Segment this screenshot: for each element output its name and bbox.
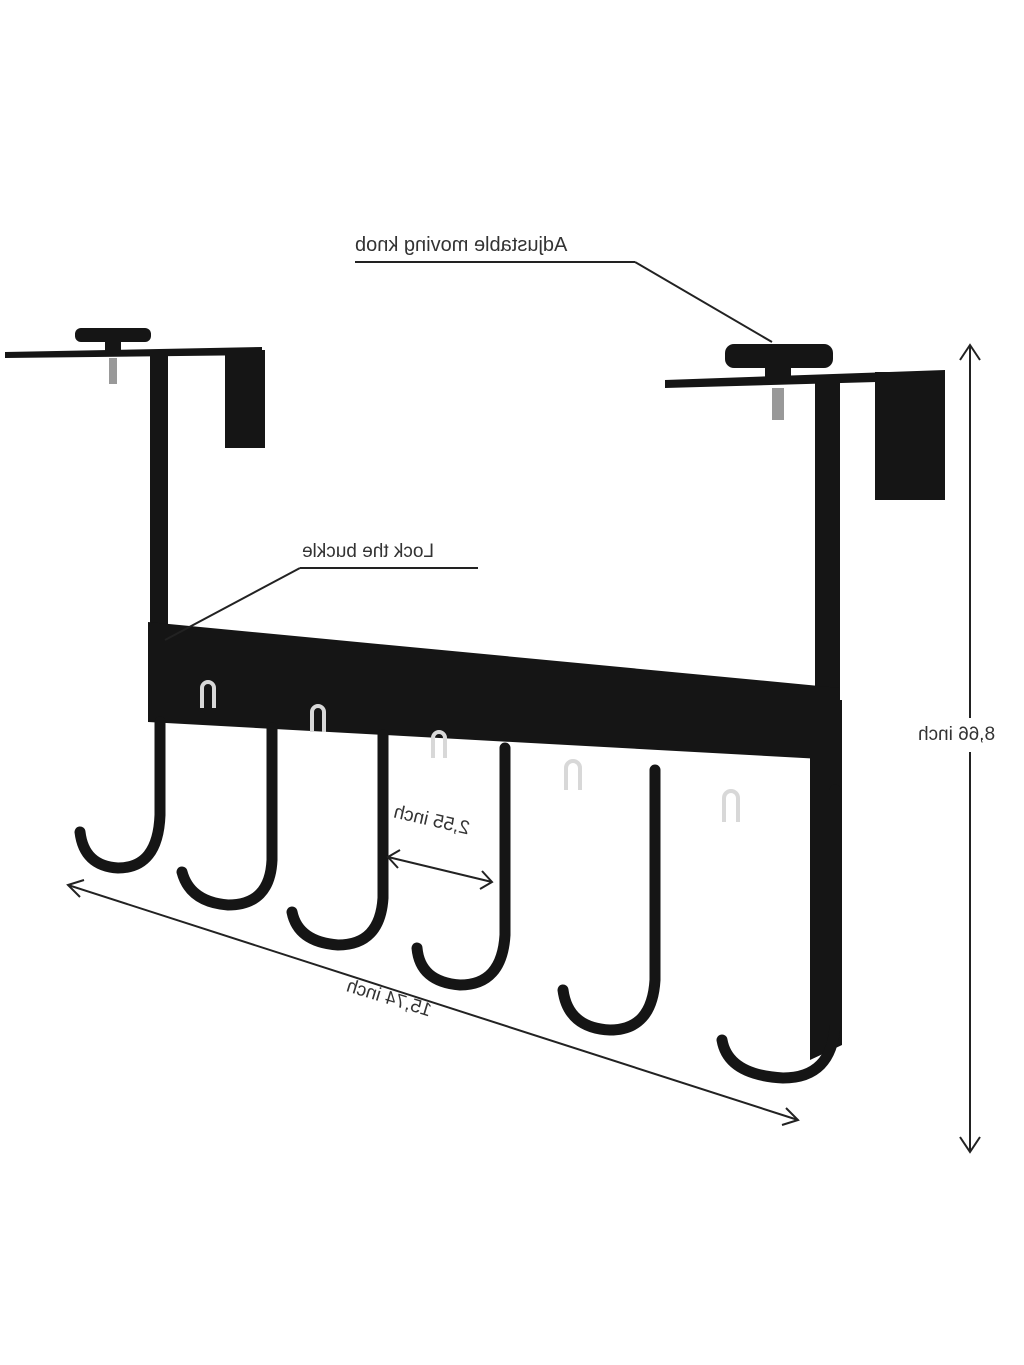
hook (557, 764, 661, 1036)
arrow-head-icon (66, 879, 85, 898)
right-knob-stem (765, 362, 791, 378)
slot-icon (564, 759, 582, 790)
right-knob-icon (725, 344, 833, 368)
arrow-head-icon (386, 849, 401, 869)
hook-band (148, 622, 840, 760)
left-vertical-bar (150, 352, 168, 627)
right-vertical-bar (815, 378, 840, 708)
left-top-plate (5, 347, 262, 358)
hook (411, 742, 511, 991)
width-dimension-line (67, 884, 799, 1121)
arrow-head-icon (781, 1107, 800, 1126)
arrow-head-icon (959, 1136, 981, 1154)
buckle-leader-line (164, 567, 301, 641)
hook (286, 729, 389, 951)
left-knob-icon (75, 328, 151, 342)
hook (74, 716, 166, 874)
slot-icon (722, 789, 740, 822)
hook (176, 722, 278, 911)
height-label: 8,66 inch (918, 724, 996, 745)
hook (716, 784, 841, 1084)
spacing-dimension-line (387, 856, 493, 883)
right-door-clip (875, 372, 945, 500)
knob-leader-line (634, 261, 773, 343)
hook-slots (200, 680, 740, 822)
knob-label: Adjustable moving knob (355, 234, 568, 256)
over-door-hook-rack (5, 328, 945, 1060)
hooks (74, 716, 841, 1084)
left-knob-stem (105, 338, 121, 354)
arrow-head-icon (959, 343, 981, 361)
dimension-lines (66, 261, 981, 1154)
arrow-head-icon (479, 870, 494, 890)
left-knob-screw (109, 358, 117, 384)
slot-icon (431, 730, 447, 758)
right-knob-screw (772, 388, 784, 420)
slot-icon (200, 680, 216, 708)
left-door-clip (225, 350, 265, 448)
slot-icon (310, 704, 326, 732)
buckle-label: Lock the buckle (302, 541, 435, 562)
